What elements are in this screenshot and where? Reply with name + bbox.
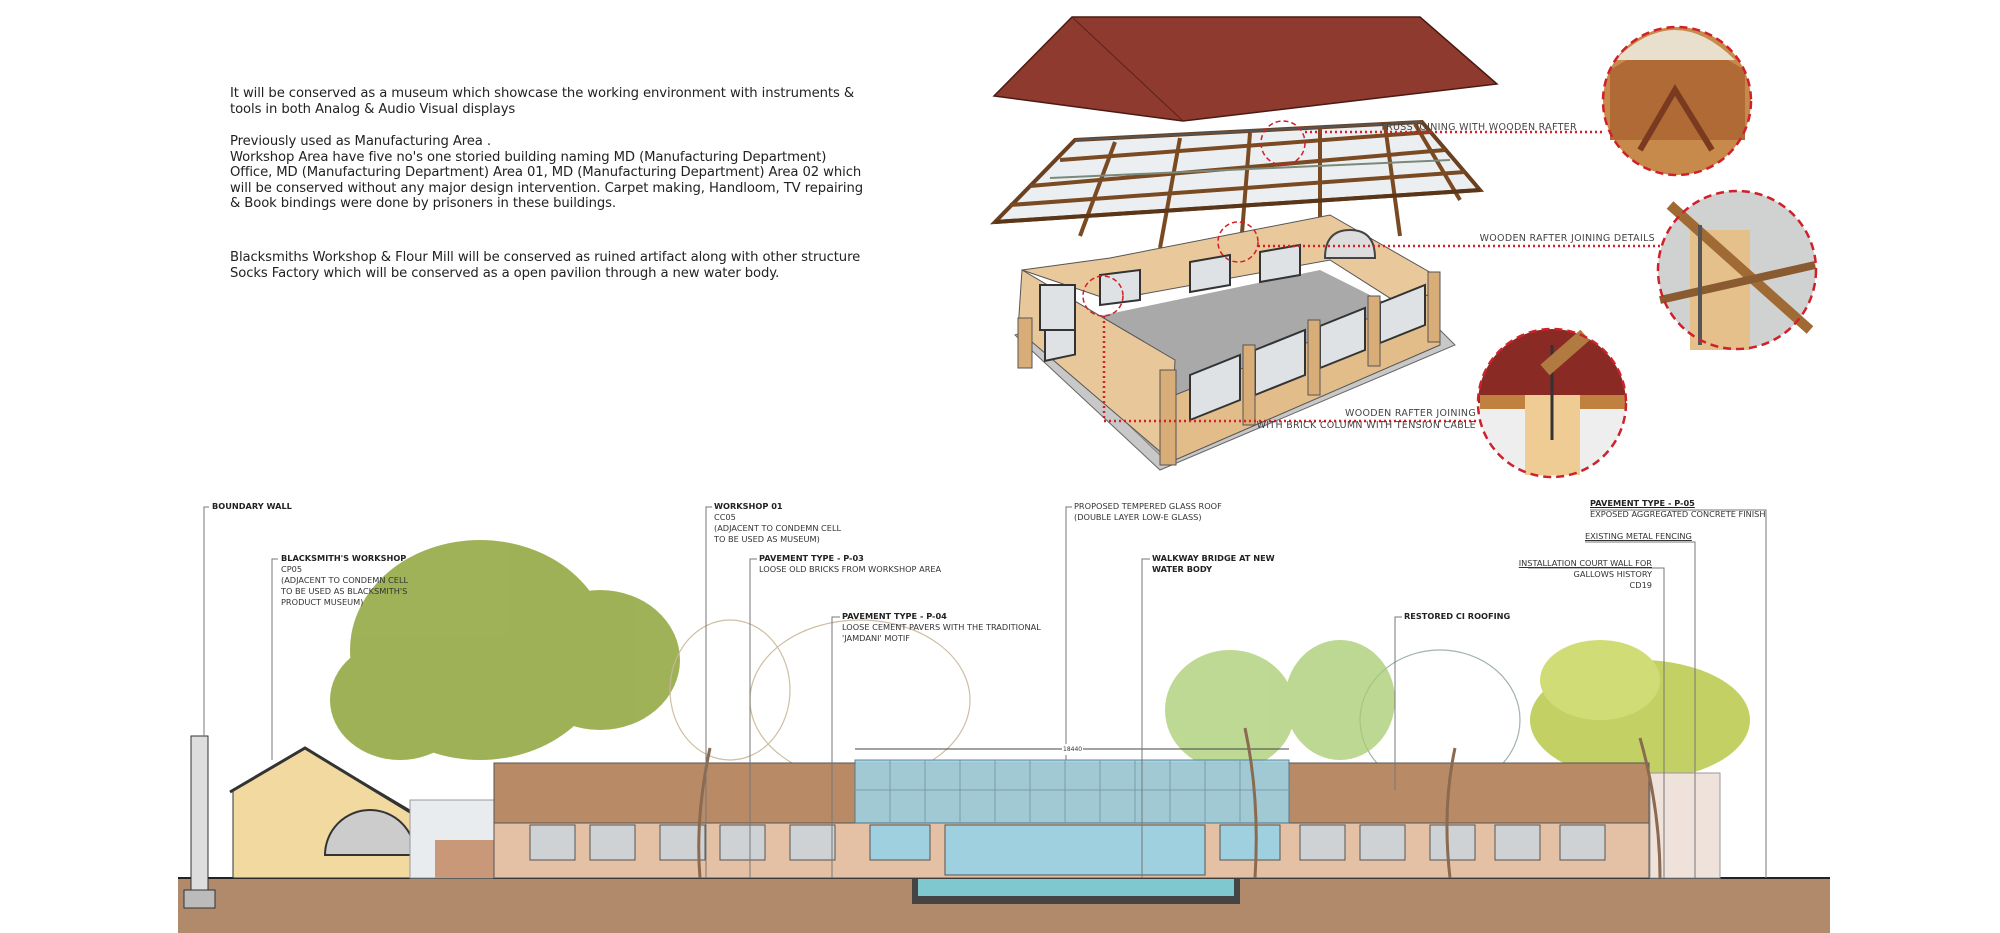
label-note: GALLOWS HISTORY (1573, 569, 1653, 579)
label-title: WORKSHOP 01 (714, 501, 783, 511)
label-note: PROPOSED TEMPERED GLASS ROOF (1074, 501, 1222, 511)
callout-text: TRUSS JOINING WITH WOODEN RAFTER (1380, 122, 1577, 133)
label-blacksmith-workshop: BLACKSMITH'S WORKSHOP CP05 (ADJACENT TO … (281, 553, 408, 608)
label-note: (DOUBLE LAYER LOW-E GLASS) (1074, 512, 1202, 522)
label-pavement-p04: PAVEMENT TYPE - P-04 LOOSE CEMENT PAVERS… (842, 611, 1041, 644)
description-paragraph-1: It will be conserved as a museum which s… (230, 86, 854, 117)
callout-truss-joining: TRUSS JOINING WITH WOODEN RAFTER (1380, 122, 1577, 134)
exploded-axonometric (989, 16, 1499, 471)
label-note: TO BE USED AS MUSEUM) (714, 534, 820, 544)
label-court-wall: INSTALLATION COURT WALL FOR GALLOWS HIST… (1500, 558, 1652, 591)
label-leaders (203, 506, 1767, 878)
label-ci-roofing: RESTORED CI ROOFING (1404, 611, 1510, 622)
label-title: RESTORED CI ROOFING (1404, 611, 1511, 621)
label-note: (ADJACENT TO CONDEMN CELL (281, 575, 409, 585)
label-note: LOOSE OLD BRICKS FROM WORKSHOP AREA (759, 564, 942, 574)
label-title: PAVEMENT TYPE - P-04 (842, 611, 947, 621)
label-code: CP05 (281, 564, 303, 574)
text-line: & Book bindings were done by prisoners i… (230, 196, 616, 211)
label-title: PAVEMENT TYPE - P-03 (759, 553, 864, 563)
text-line: Office, MD (Manufacturing Department) Ar… (230, 165, 862, 180)
callout-text: WOODEN RAFTER JOINING DETAILS (1479, 233, 1655, 244)
label-pavement-p03: PAVEMENT TYPE - P-03 LOOSE OLD BRICKS FR… (759, 553, 941, 575)
roof-sheet (992, 16, 1499, 122)
label-title: EXISTING METAL FENCING (1585, 531, 1692, 541)
callout-column-joining: WOODEN RAFTER JOINING WITH BRICK COLUMN … (1220, 408, 1476, 432)
label-walkway-bridge: WALKWAY BRIDGE AT NEW WATER BODY (1152, 553, 1275, 575)
label-pavement-p05: PAVEMENT TYPE - P-05 EXPOSED AGGREGATED … (1590, 498, 1766, 520)
description-paragraph-3: Blacksmiths Workshop & Flour Mill will b… (230, 250, 860, 281)
label-metal-fencing: EXISTING METAL FENCING (1585, 531, 1692, 542)
detail-rafter-joint (1656, 189, 1818, 351)
label-title: WALKWAY BRIDGE AT NEW (1152, 553, 1275, 563)
callout-text: WOODEN RAFTER JOINING (1345, 408, 1476, 419)
detail-column-joint (1476, 327, 1628, 479)
label-workshop-01: WORKSHOP 01 CC05 (ADJACENT TO CONDEMN CE… (714, 501, 841, 545)
text-line: Workshop Area have five no's one storied… (230, 149, 827, 165)
callout-leaders (1082, 120, 1660, 423)
label-title: BLACKSMITH'S WORKSHOP (281, 553, 407, 563)
label-glass-roof: PROPOSED TEMPERED GLASS ROOF (DOUBLE LAY… (1074, 501, 1222, 523)
text-line: Blacksmiths Workshop & Flour Mill will b… (230, 250, 861, 265)
label-note: EXPOSED AGGREGATED CONCRETE FINISH (1590, 509, 1766, 519)
section-elevation (178, 540, 1830, 933)
text-line: It will be conserved as a museum which s… (230, 86, 855, 101)
label-boundary-wall: BOUNDARY WALL (212, 501, 292, 512)
label-note: 'JAMDANI' MOTIF (842, 633, 910, 643)
text-line: will be conserved without any major desi… (230, 180, 863, 196)
text-line: tools in both Analog & Audio Visual disp… (230, 101, 516, 117)
dimension-value: 18440 (1063, 746, 1083, 753)
dimension-text: 18440 (1062, 744, 1084, 755)
label-note: INSTALLATION COURT WALL FOR (1518, 558, 1652, 568)
detail-truss-joint (1601, 25, 1753, 177)
label-note: PRODUCT MUSEUM) (281, 597, 364, 607)
callout-rafter-joining: WOODEN RAFTER JOINING DETAILS (1450, 233, 1655, 245)
description-paragraph-2: Previously used as Manufacturing Area . … (230, 134, 863, 212)
label-title: WATER BODY (1152, 564, 1213, 574)
label-title: PAVEMENT TYPE - P-05 (1590, 498, 1695, 508)
label-code: CD19 (1629, 580, 1652, 590)
label-note: LOOSE CEMENT PAVERS WITH THE TRADITIONAL (842, 622, 1041, 632)
label-title: BOUNDARY WALL (212, 501, 292, 511)
label-code: CC05 (714, 512, 736, 522)
label-note: (ADJACENT TO CONDEMN CELL (714, 523, 842, 533)
label-note: TO BE USED AS BLACKSMITH'S (281, 586, 408, 596)
text-line: Previously used as Manufacturing Area . (230, 134, 491, 149)
text-line: Socks Factory which will be conserved as… (230, 265, 780, 281)
callout-text: WITH BRICK COLUMN WITH TENSION CABLE (1256, 420, 1476, 431)
trees (330, 540, 1750, 780)
